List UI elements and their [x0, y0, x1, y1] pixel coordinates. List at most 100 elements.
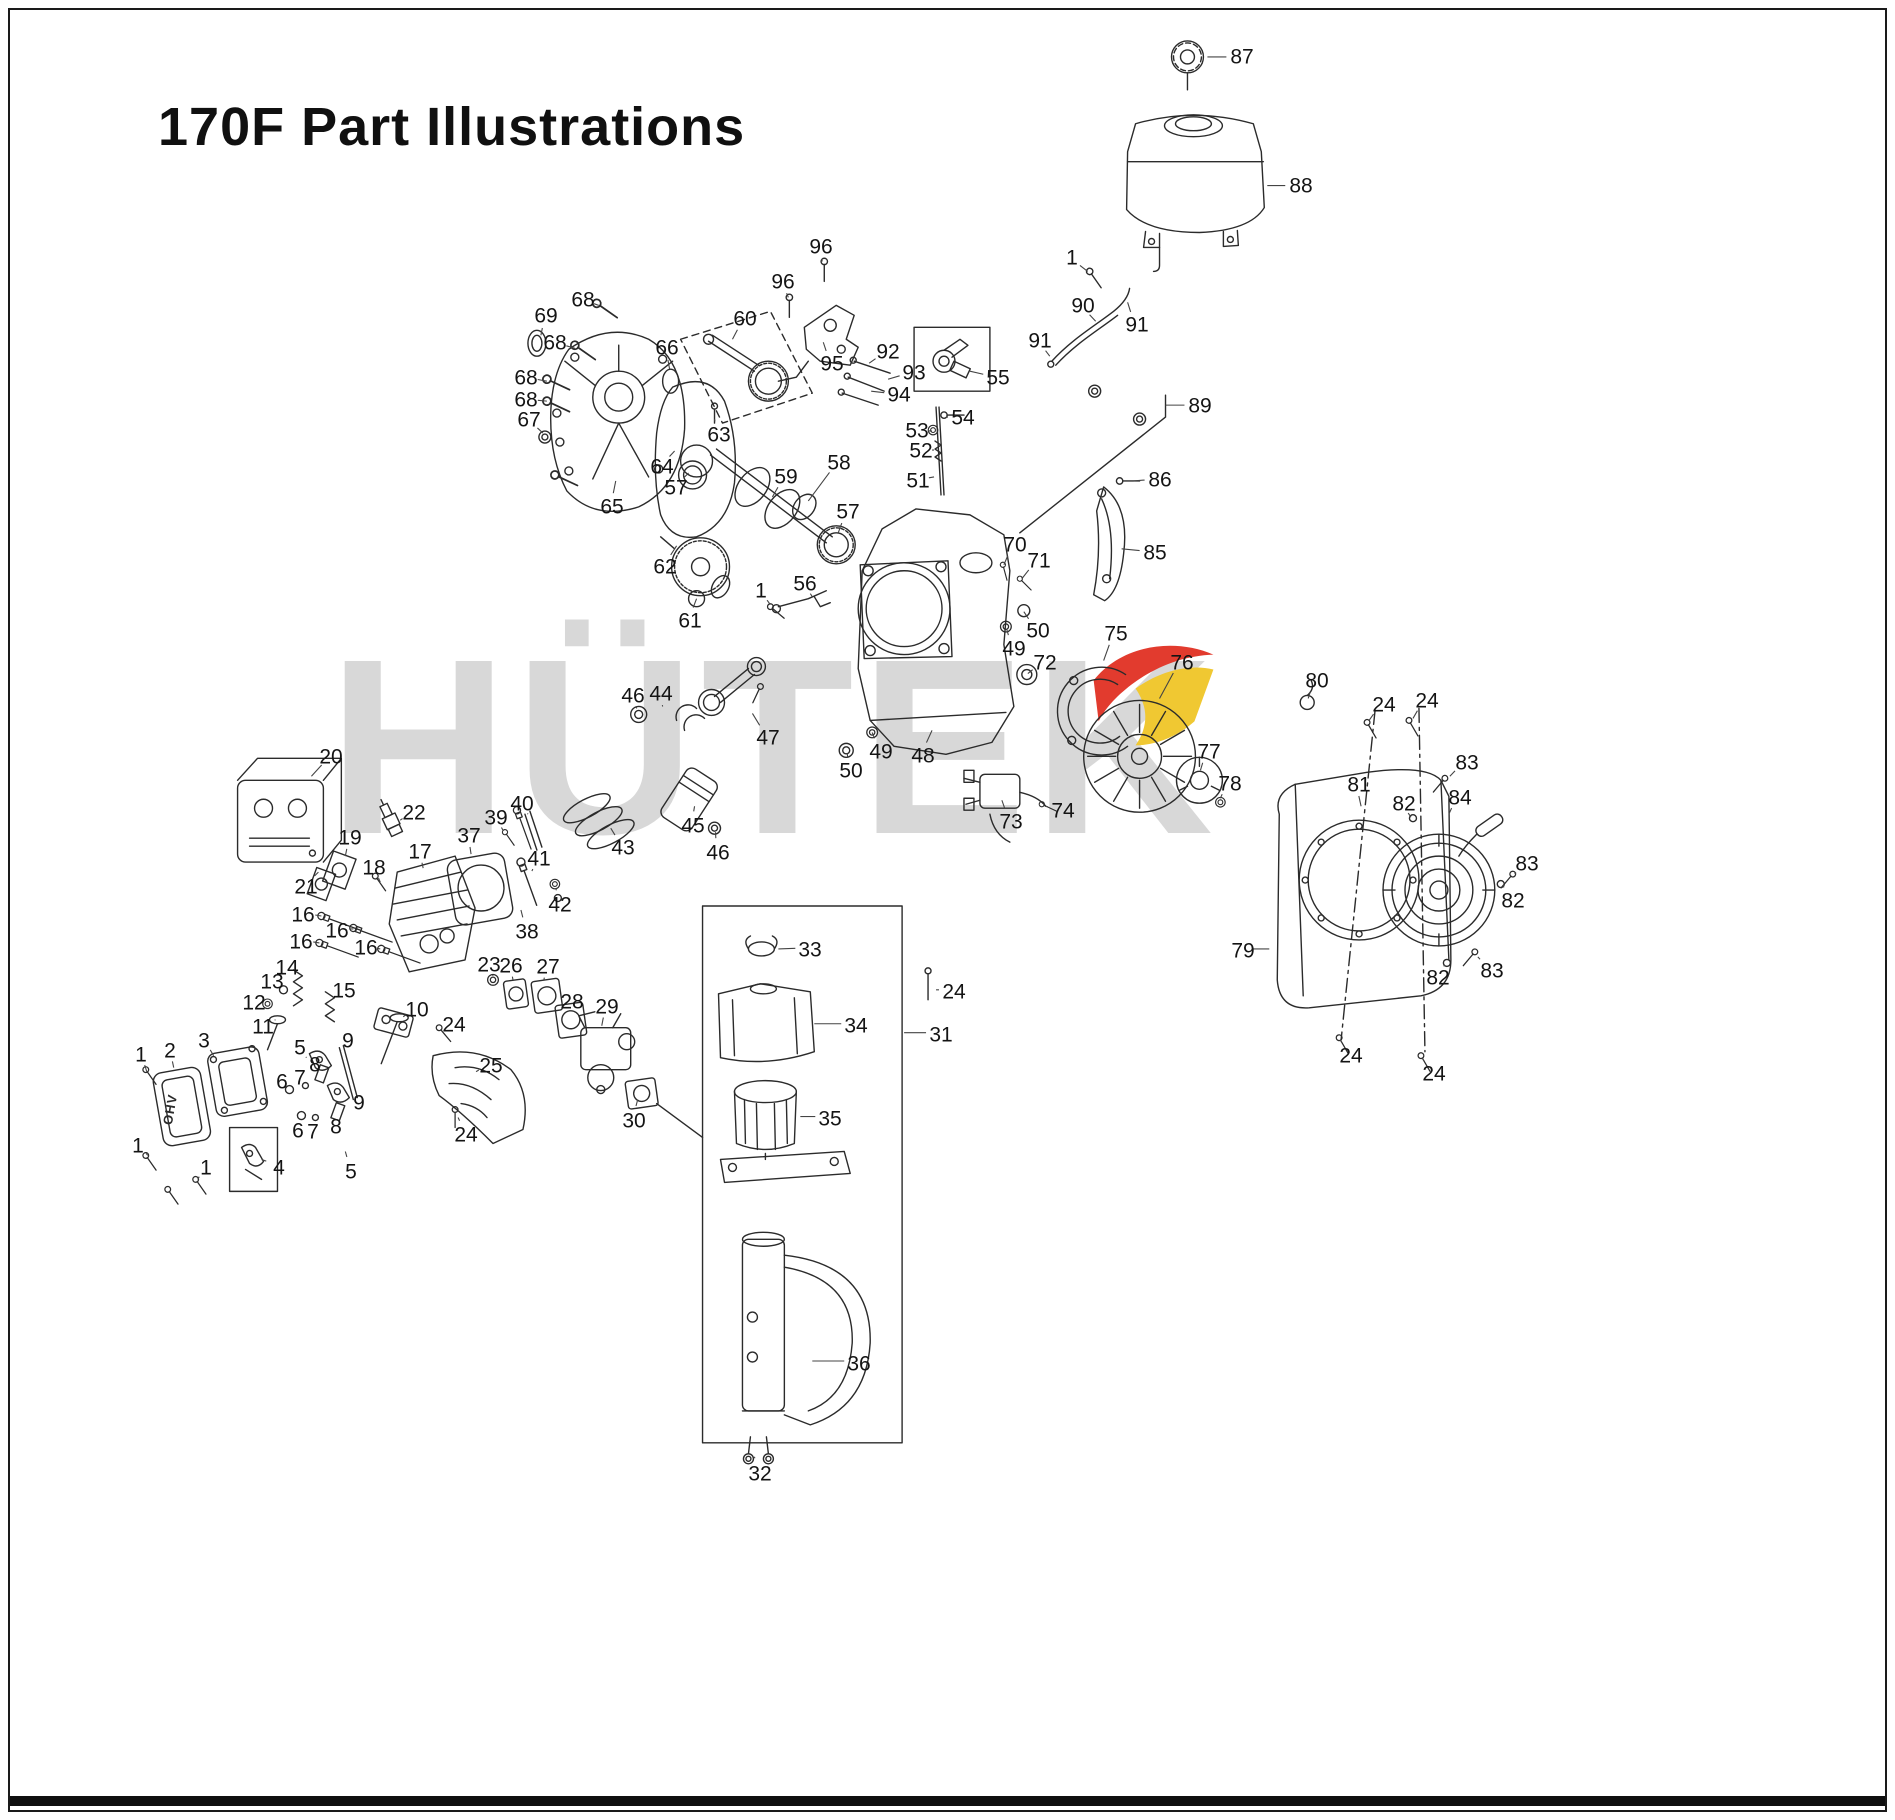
part-callout-24: 24	[454, 1123, 478, 1147]
crankcase-block-drawing	[838, 508, 1038, 759]
part-callout-28: 28	[560, 990, 584, 1014]
part-callout-57: 57	[664, 476, 688, 500]
part-callout-6: 6	[292, 1119, 304, 1143]
part-callout-14: 14	[275, 956, 299, 980]
part-callout-46: 46	[621, 684, 645, 708]
part-callout-46: 46	[706, 841, 730, 865]
head-bolts-drawing	[314, 804, 563, 968]
part-callout-9: 9	[353, 1091, 365, 1115]
part-callout-9: 9	[342, 1029, 354, 1053]
part-callout-41: 41	[527, 847, 551, 871]
part-callout-31: 31	[929, 1023, 953, 1047]
cover-screws-drawing	[1334, 715, 1518, 1074]
valve-train-drawing	[262, 969, 414, 1122]
part-callout-84: 84	[1448, 786, 1472, 810]
part-callout-7: 7	[294, 1066, 306, 1090]
brand-logo-accent	[1093, 645, 1214, 746]
part-callout-67: 67	[517, 408, 541, 432]
part-callout-87: 87	[1230, 45, 1254, 69]
head-gasket-drawing	[446, 852, 514, 926]
ignition-coil-drawing	[963, 769, 1058, 843]
part-callout-71: 71	[1027, 549, 1051, 573]
part-callout-92: 92	[876, 340, 900, 364]
fuel-tank-cap-drawing	[1170, 40, 1205, 91]
crankcase-cover-drawing	[527, 296, 686, 513]
part-callout-56: 56	[793, 572, 817, 596]
part-callout-27: 27	[536, 955, 560, 979]
part-callout-32: 32	[748, 1462, 772, 1486]
part-callout-86: 86	[1148, 468, 1172, 492]
intake-gaskets-drawing	[486, 973, 588, 1039]
muffler-drawing	[236, 757, 389, 902]
part-callout-68: 68	[514, 366, 538, 390]
part-callout-1: 1	[132, 1134, 144, 1158]
part-callout-16: 16	[289, 930, 313, 954]
recoil-starter-drawing	[1382, 813, 1504, 947]
part-callout-80: 80	[1305, 669, 1329, 693]
piston-drawing	[630, 705, 722, 835]
part-callout-3: 3	[198, 1029, 210, 1053]
part-callout-11: 11	[252, 1015, 274, 1039]
part-callout-40: 40	[510, 792, 534, 816]
fan-cover-drawing	[1276, 768, 1452, 1009]
part-callout-2: 2	[164, 1039, 176, 1063]
part-callout-91: 91	[1125, 313, 1149, 337]
inset-box	[701, 905, 903, 1444]
fuel-valve-drawing	[913, 326, 991, 392]
part-callout-12: 12	[242, 991, 266, 1015]
part-callout-1: 1	[200, 1156, 212, 1180]
part-callout-36: 36	[847, 1352, 871, 1376]
part-callout-94: 94	[887, 383, 911, 407]
part-callout-68: 68	[514, 388, 538, 412]
part-callout-47: 47	[756, 726, 780, 750]
part-callout-63: 63	[707, 423, 731, 447]
part-callout-24: 24	[942, 980, 966, 1004]
part-callout-77: 77	[1197, 740, 1221, 764]
part-callout-24: 24	[442, 1013, 466, 1037]
part-callout-4: 4	[273, 1156, 285, 1180]
part-callout-81: 81	[1347, 773, 1371, 797]
part-callout-23: 23	[477, 953, 501, 977]
part-callout-50: 50	[1026, 619, 1050, 643]
part-callout-48: 48	[911, 744, 935, 768]
projection-lines	[1340, 707, 1426, 1053]
part-callout-5: 5	[345, 1160, 357, 1184]
part-callout-52: 52	[909, 439, 933, 463]
part-callout-85: 85	[1143, 541, 1167, 565]
air-filter-inset	[701, 905, 932, 1465]
part-callout-7: 7	[307, 1120, 319, 1144]
fuel-line-drawing	[1019, 266, 1167, 534]
part-callout-95: 95	[820, 352, 844, 376]
part-callout-57: 57	[836, 500, 860, 524]
governor-arm-drawing	[765, 590, 831, 622]
heat-shield-drawing	[431, 1023, 526, 1145]
fuel-tank-drawing	[1125, 114, 1265, 273]
part-callout-96: 96	[771, 270, 795, 294]
part-callout-15: 15	[332, 979, 356, 1003]
stud-bolt-drawing	[924, 967, 932, 1001]
part-callout-68: 68	[543, 331, 567, 355]
part-callout-18: 18	[362, 856, 386, 880]
bottom-border-bar	[10, 1796, 1885, 1806]
part-callout-19: 19	[338, 826, 362, 850]
part-callout-17: 17	[408, 840, 432, 864]
part-callout-25: 25	[479, 1054, 503, 1078]
part-callout-24: 24	[1339, 1044, 1363, 1068]
part-callout-30: 30	[622, 1109, 646, 1133]
part-callout-35: 35	[818, 1107, 842, 1131]
air-cleaner-cover-drawing	[717, 983, 815, 1063]
part-callout-75: 75	[1104, 622, 1128, 646]
ohv-label: OHV	[160, 1093, 180, 1126]
part-callout-76: 76	[1170, 651, 1194, 675]
air-filter-element-drawing	[719, 1079, 851, 1184]
part-callout-26: 26	[499, 954, 523, 978]
part-callout-65: 65	[600, 495, 624, 519]
part-callout-24: 24	[1372, 693, 1396, 717]
part-callout-88: 88	[1289, 174, 1313, 198]
part-callout-45: 45	[681, 814, 705, 838]
part-callout-24: 24	[1415, 689, 1439, 713]
cover-gasket-drawing	[654, 368, 737, 539]
camshaft-gear-drawing	[679, 310, 813, 424]
hutek-watermark: HÜTEK	[328, 607, 1220, 886]
part-callout-44: 44	[649, 682, 673, 706]
